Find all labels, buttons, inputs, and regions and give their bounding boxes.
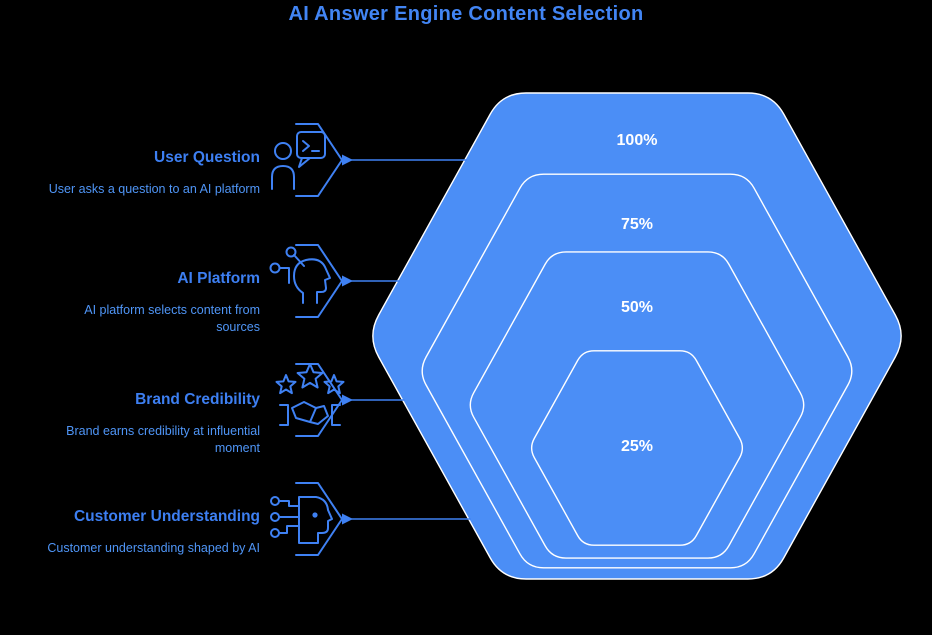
connector-arrow — [342, 154, 353, 166]
connector-arrow — [342, 513, 353, 525]
item-description: AI platform selects content from sources — [10, 302, 260, 336]
item-description-line: sources — [216, 320, 260, 334]
handshake-right-hand — [309, 405, 329, 425]
item-description: Customer understanding shaped by AI — [10, 540, 260, 557]
circuit-node — [285, 246, 297, 258]
item-title: Customer Understanding — [73, 508, 260, 525]
percent-label-25: 25% — [620, 438, 654, 455]
item-description-line: Brand earns credibility at influential — [66, 424, 260, 438]
connector-bracket — [295, 244, 343, 318]
head-profile — [298, 496, 333, 544]
hexagon-level-25 — [530, 350, 744, 546]
item-description-line: AI platform selects content from — [84, 303, 260, 317]
ai-head-icon — [269, 244, 343, 318]
chat-bubble — [296, 131, 326, 159]
connector-arrow — [342, 275, 353, 287]
circuit-line — [278, 500, 300, 507]
person-chat-icon — [271, 123, 343, 197]
item-description: User asks a question to an AI platform — [10, 181, 260, 198]
star — [323, 374, 345, 395]
hexagon-level-50 — [469, 251, 805, 559]
item-description-line: User asks a question to an AI platform — [48, 182, 260, 196]
item-description-line: Customer understanding shaped by AI — [47, 541, 260, 555]
percent-label-100: 100% — [616, 132, 658, 149]
item-title: Brand Credibility — [135, 391, 260, 408]
item-description-line: moment — [214, 441, 260, 455]
person-head — [274, 142, 292, 160]
item-ai-platform: AI Platform AI platform selects content … — [10, 268, 260, 336]
circuit-node — [270, 528, 280, 538]
handshake-right-cuff — [331, 404, 341, 426]
circuit-node — [269, 262, 281, 274]
chat-bubble-tail — [298, 157, 311, 168]
item-title: User Question — [154, 149, 260, 166]
connector-arrow — [342, 394, 353, 406]
stars-handshake-icon — [275, 363, 345, 437]
hexagon-level-100 — [372, 92, 902, 580]
eye-dot — [312, 512, 318, 518]
prompt-chevron — [302, 140, 310, 152]
circuit-line — [293, 254, 305, 267]
circuit-head-icon — [270, 482, 343, 556]
item-title: AI Platform — [177, 270, 260, 287]
circuit-line — [278, 267, 290, 284]
item-brand-credibility: Brand Credibility Brand earns credibilit… — [10, 389, 260, 457]
circuit-node — [270, 496, 280, 506]
page-title: AI Answer Engine Content Selection — [288, 3, 644, 25]
head-profile — [293, 258, 331, 304]
item-description: Brand earns credibility at influential mo… — [10, 423, 260, 457]
handshake-left-cuff — [279, 404, 289, 426]
star — [296, 363, 324, 389]
hexagon-level-75 — [421, 173, 853, 569]
percent-label-75: 75% — [620, 216, 654, 233]
person-body — [271, 165, 295, 190]
item-customer-understanding: Customer Understanding Customer understa… — [10, 506, 260, 557]
handshake-left-hand — [291, 401, 317, 423]
circuit-node — [270, 512, 280, 522]
star — [275, 374, 297, 395]
connector-bracket — [295, 123, 343, 197]
percent-label-50: 50% — [620, 299, 654, 316]
connector-bracket — [295, 482, 343, 556]
circuit-line — [278, 525, 300, 534]
item-user-question: User Question User asks a question to an… — [10, 147, 260, 198]
